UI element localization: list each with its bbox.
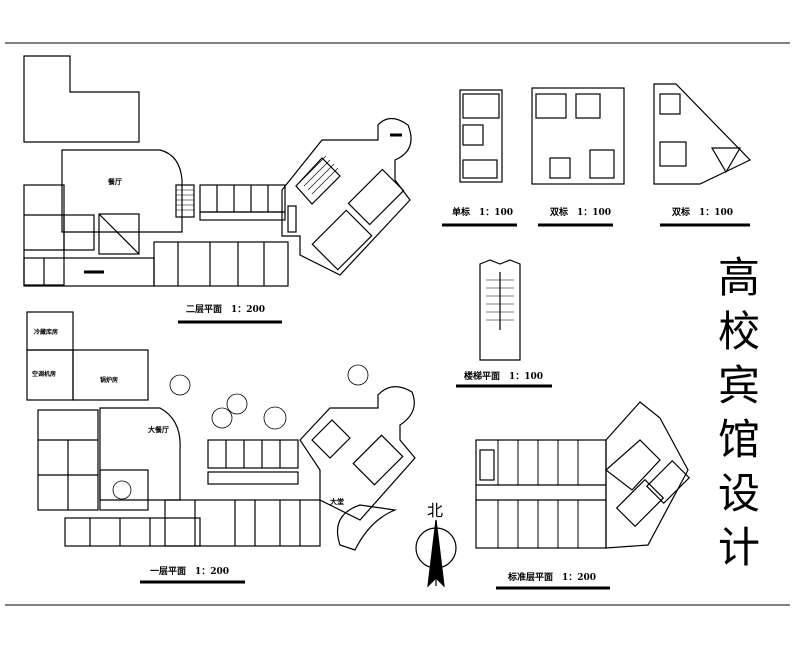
first-floor-title: 一层平面 1：200	[150, 566, 229, 577]
plan-titles: 二层平面 1：200 一层平面 1：200 标准层平面 1：200 楼梯平面 1…	[150, 206, 733, 583]
title-char-5: 设	[718, 469, 760, 518]
sheet-frame	[5, 42, 790, 606]
standard-floor-title: 标准层平面 1：200	[507, 571, 596, 583]
dining-hall-label: 餐厅	[107, 177, 122, 186]
second-floor-title: 二层平面 1：200	[186, 304, 265, 315]
room-labels: 餐厅 大餐厅 大堂 冷藏库房 空调机房 锅炉房	[32, 177, 344, 506]
lobby-label: 大餐厅	[148, 425, 169, 434]
stair-plan-title: 楼梯平面 1：100	[464, 370, 543, 382]
north-label: 北	[427, 501, 443, 520]
title-char-2: 校	[718, 307, 760, 356]
title-char-1: 高	[718, 253, 760, 302]
title-char-3: 宾	[718, 361, 760, 410]
double-room-a-plan	[531, 87, 625, 185]
ac-room-label: 空调机房	[32, 370, 56, 378]
double-room-b-plan	[653, 83, 752, 185]
entrance-hall-label: 大堂	[330, 497, 344, 506]
boiler-room-label: 锅炉房	[100, 376, 118, 384]
north-arrow-icon	[415, 519, 457, 588]
title-char-4: 馆	[718, 415, 760, 464]
double-room-b-title: 双标 1：100	[672, 206, 733, 218]
single-room-title: 单标 1：100	[452, 206, 513, 218]
first-floor-plan	[26, 311, 416, 551]
single-room-plan	[459, 89, 503, 183]
double-room-a-title: 双标 1：100	[550, 206, 611, 218]
project-title: 高 校 宾 馆 设 计	[718, 253, 760, 572]
stair-plan	[479, 259, 521, 361]
standard-floor-plan	[475, 401, 691, 549]
second-floor-plan	[23, 55, 412, 287]
kitchen-store-label: 冷藏库房	[34, 328, 58, 336]
title-char-6: 计	[718, 523, 760, 572]
